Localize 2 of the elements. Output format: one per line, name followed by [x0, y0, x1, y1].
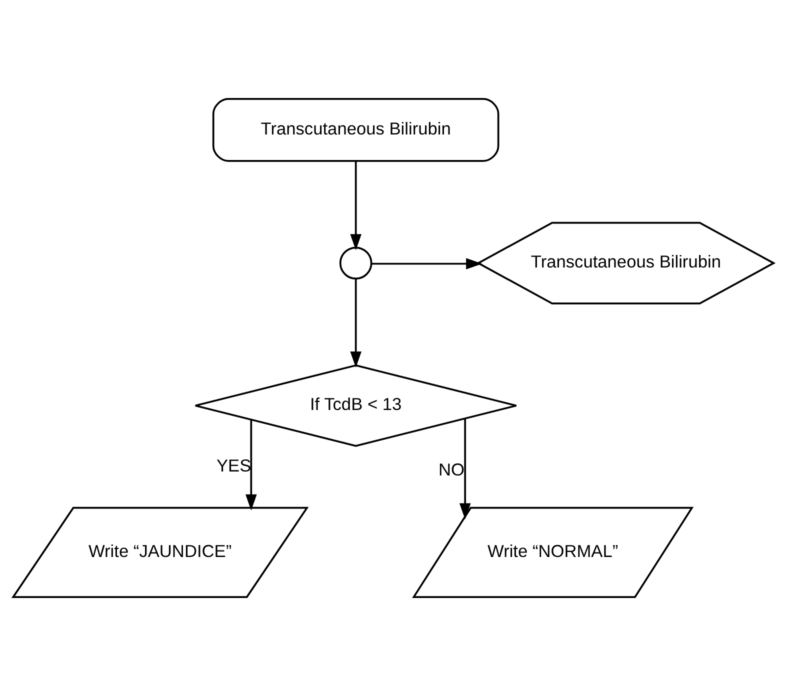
edge-label: NO	[438, 459, 464, 480]
edge-label: YES	[216, 455, 252, 476]
